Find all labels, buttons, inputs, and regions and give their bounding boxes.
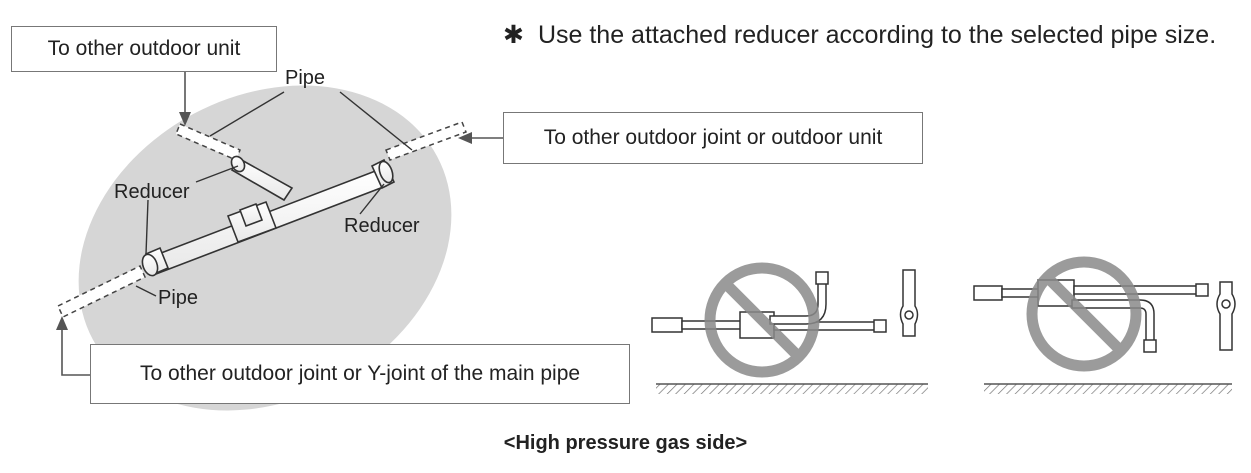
connector-lines — [56, 72, 503, 376]
reducer-note: ✱ Use the attached reducer according to t… — [503, 20, 1216, 50]
prohibited-icon — [704, 262, 820, 378]
background-ellipse — [78, 85, 452, 411]
to-other-joint-or-unit-box: To other outdoor joint or outdoor unit — [503, 112, 923, 164]
dashed-pipes — [57, 121, 467, 319]
pipe-label-top: Pipe — [285, 67, 325, 89]
reducer-note-text: Use the attached reducer according to th… — [537, 21, 1217, 49]
prohibited-example-1 — [651, 262, 928, 394]
reducer-label-left: Reducer — [114, 181, 190, 203]
ground-hatch-1 — [656, 384, 928, 394]
asterisk-icon: ✱ — [503, 21, 524, 49]
prohibited-icon — [1026, 256, 1142, 372]
to-other-outdoor-unit-label: To other outdoor unit — [47, 37, 241, 60]
to-other-outdoor-unit-box: To other outdoor unit — [11, 26, 277, 72]
y-joint-assembly — [141, 155, 396, 277]
pipe-label-bottom: Pipe — [158, 287, 198, 309]
to-main-pipe-label: To other outdoor joint or Y-joint of the… — [139, 362, 581, 385]
ground-hatch-2 — [984, 384, 1232, 394]
to-other-joint-or-unit-label: To other outdoor joint or outdoor unit — [543, 126, 883, 149]
figure-caption: <High pressure gas side> — [503, 432, 748, 454]
label-leaders — [135, 91, 413, 297]
to-main-pipe-box: To other outdoor joint or Y-joint of the… — [90, 344, 630, 404]
prohibited-example-2 — [973, 256, 1236, 394]
reducer-label-right: Reducer — [344, 215, 420, 237]
